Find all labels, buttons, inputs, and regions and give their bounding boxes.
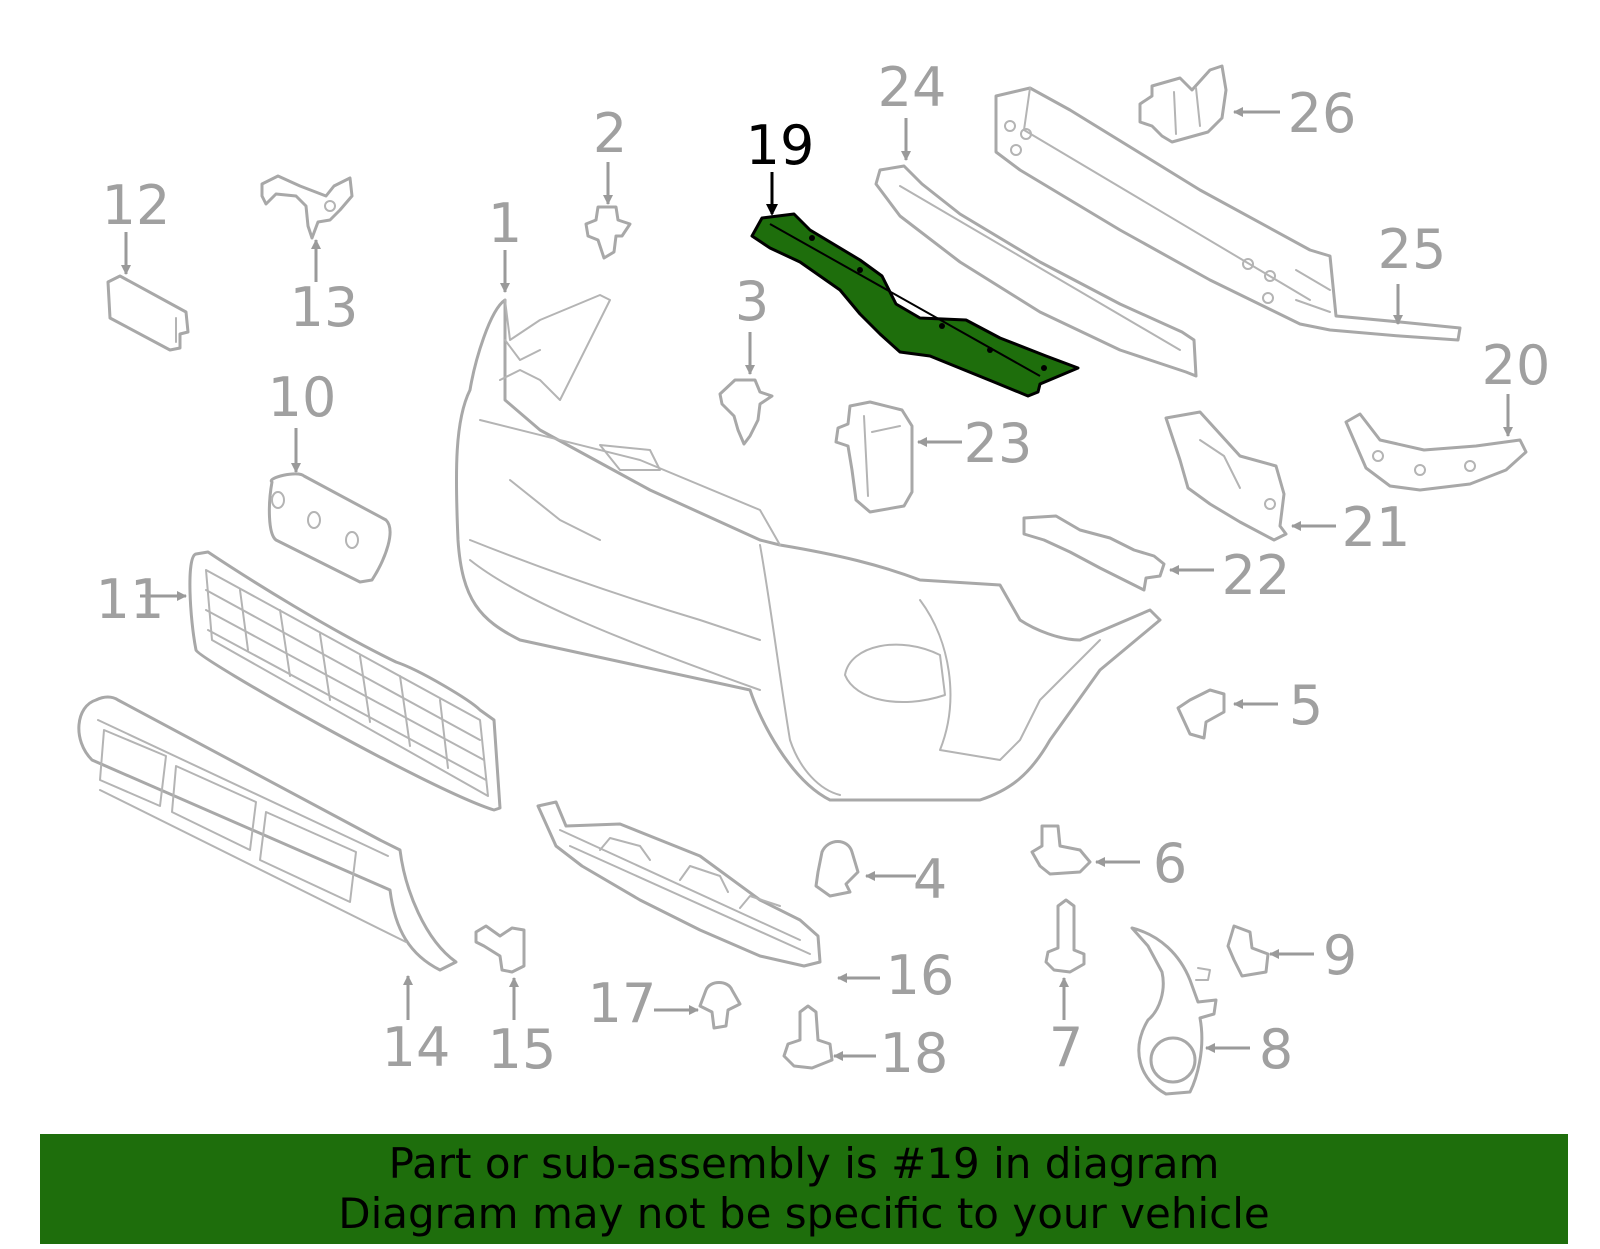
- callout-16: 16: [886, 944, 955, 1007]
- plate-bracket-part-10: [267, 472, 392, 584]
- callout-24: 24: [878, 56, 947, 119]
- callout-5: 5: [1289, 674, 1323, 737]
- callout-15: 15: [488, 1018, 557, 1081]
- callout-3: 3: [735, 270, 769, 333]
- clip-part-17: [698, 981, 742, 1030]
- callout-25: 25: [1378, 218, 1447, 281]
- absorber-part-24: [874, 164, 1198, 378]
- connector-part-6: [1030, 824, 1092, 876]
- callout-8: 8: [1259, 1018, 1293, 1081]
- callout-7: 7: [1049, 1016, 1083, 1079]
- callout-20: 20: [1482, 334, 1551, 397]
- callout-labels: 1 2 3 4 5 6 7 8 9 10 11 12 13 14 15 16 1…: [96, 56, 1551, 1085]
- callout-26: 26: [1288, 82, 1357, 145]
- banner-line-part-number: Part or sub-assembly is #19 in diagram: [388, 1139, 1220, 1188]
- callout-12: 12: [102, 174, 171, 237]
- reinforcement-part-16: [536, 800, 822, 968]
- clip-part-15: [474, 924, 526, 974]
- callout-21: 21: [1342, 496, 1411, 559]
- bracket-part-21: [1164, 410, 1288, 542]
- push-pin-part-3: [718, 378, 774, 446]
- bracket-part-26: [1138, 64, 1228, 144]
- bolt-part-18: [782, 1004, 834, 1070]
- callout-10: 10: [268, 366, 337, 429]
- bolt-part-7: [1044, 898, 1086, 974]
- clip-part-2: [584, 205, 632, 260]
- callout-14: 14: [382, 1016, 451, 1079]
- callout-4: 4: [913, 848, 947, 911]
- reinforcement-bar-part-25: [994, 86, 1462, 342]
- clip-part-4: [814, 840, 860, 898]
- info-banner: Part or sub-assembly is #19 in diagram D…: [40, 1134, 1568, 1244]
- fog-bezel-part-8: [1130, 926, 1218, 1096]
- callout-2: 2: [593, 102, 627, 165]
- bracket-part-23: [834, 400, 914, 514]
- clip-part-9: [1226, 924, 1270, 978]
- side-retainer-part-20: [1344, 412, 1528, 492]
- callout-22: 22: [1222, 544, 1291, 607]
- bracket-part-13: [260, 174, 354, 240]
- cover-part-12: [106, 274, 190, 352]
- retainer-part-19-highlighted: [750, 212, 1080, 398]
- callout-6: 6: [1153, 832, 1187, 895]
- callout-9: 9: [1323, 924, 1357, 987]
- callout-18: 18: [880, 1022, 949, 1085]
- callout-19-highlighted: 19: [746, 114, 815, 177]
- skid-plate-part-14: [77, 695, 458, 972]
- bracket-part-5: [1176, 688, 1226, 740]
- grille-part-11: [188, 550, 502, 812]
- callout-11: 11: [96, 568, 165, 631]
- callout-23: 23: [964, 412, 1033, 475]
- banner-line-disclaimer: Diagram may not be specific to your vehi…: [338, 1189, 1270, 1238]
- callout-1: 1: [488, 192, 522, 255]
- bracket-part-22: [1022, 514, 1166, 592]
- leader-lines: [121, 107, 1513, 1061]
- callout-13: 13: [290, 276, 359, 339]
- callout-17: 17: [588, 972, 657, 1035]
- bumper-cover-part-1: [454, 294, 1162, 802]
